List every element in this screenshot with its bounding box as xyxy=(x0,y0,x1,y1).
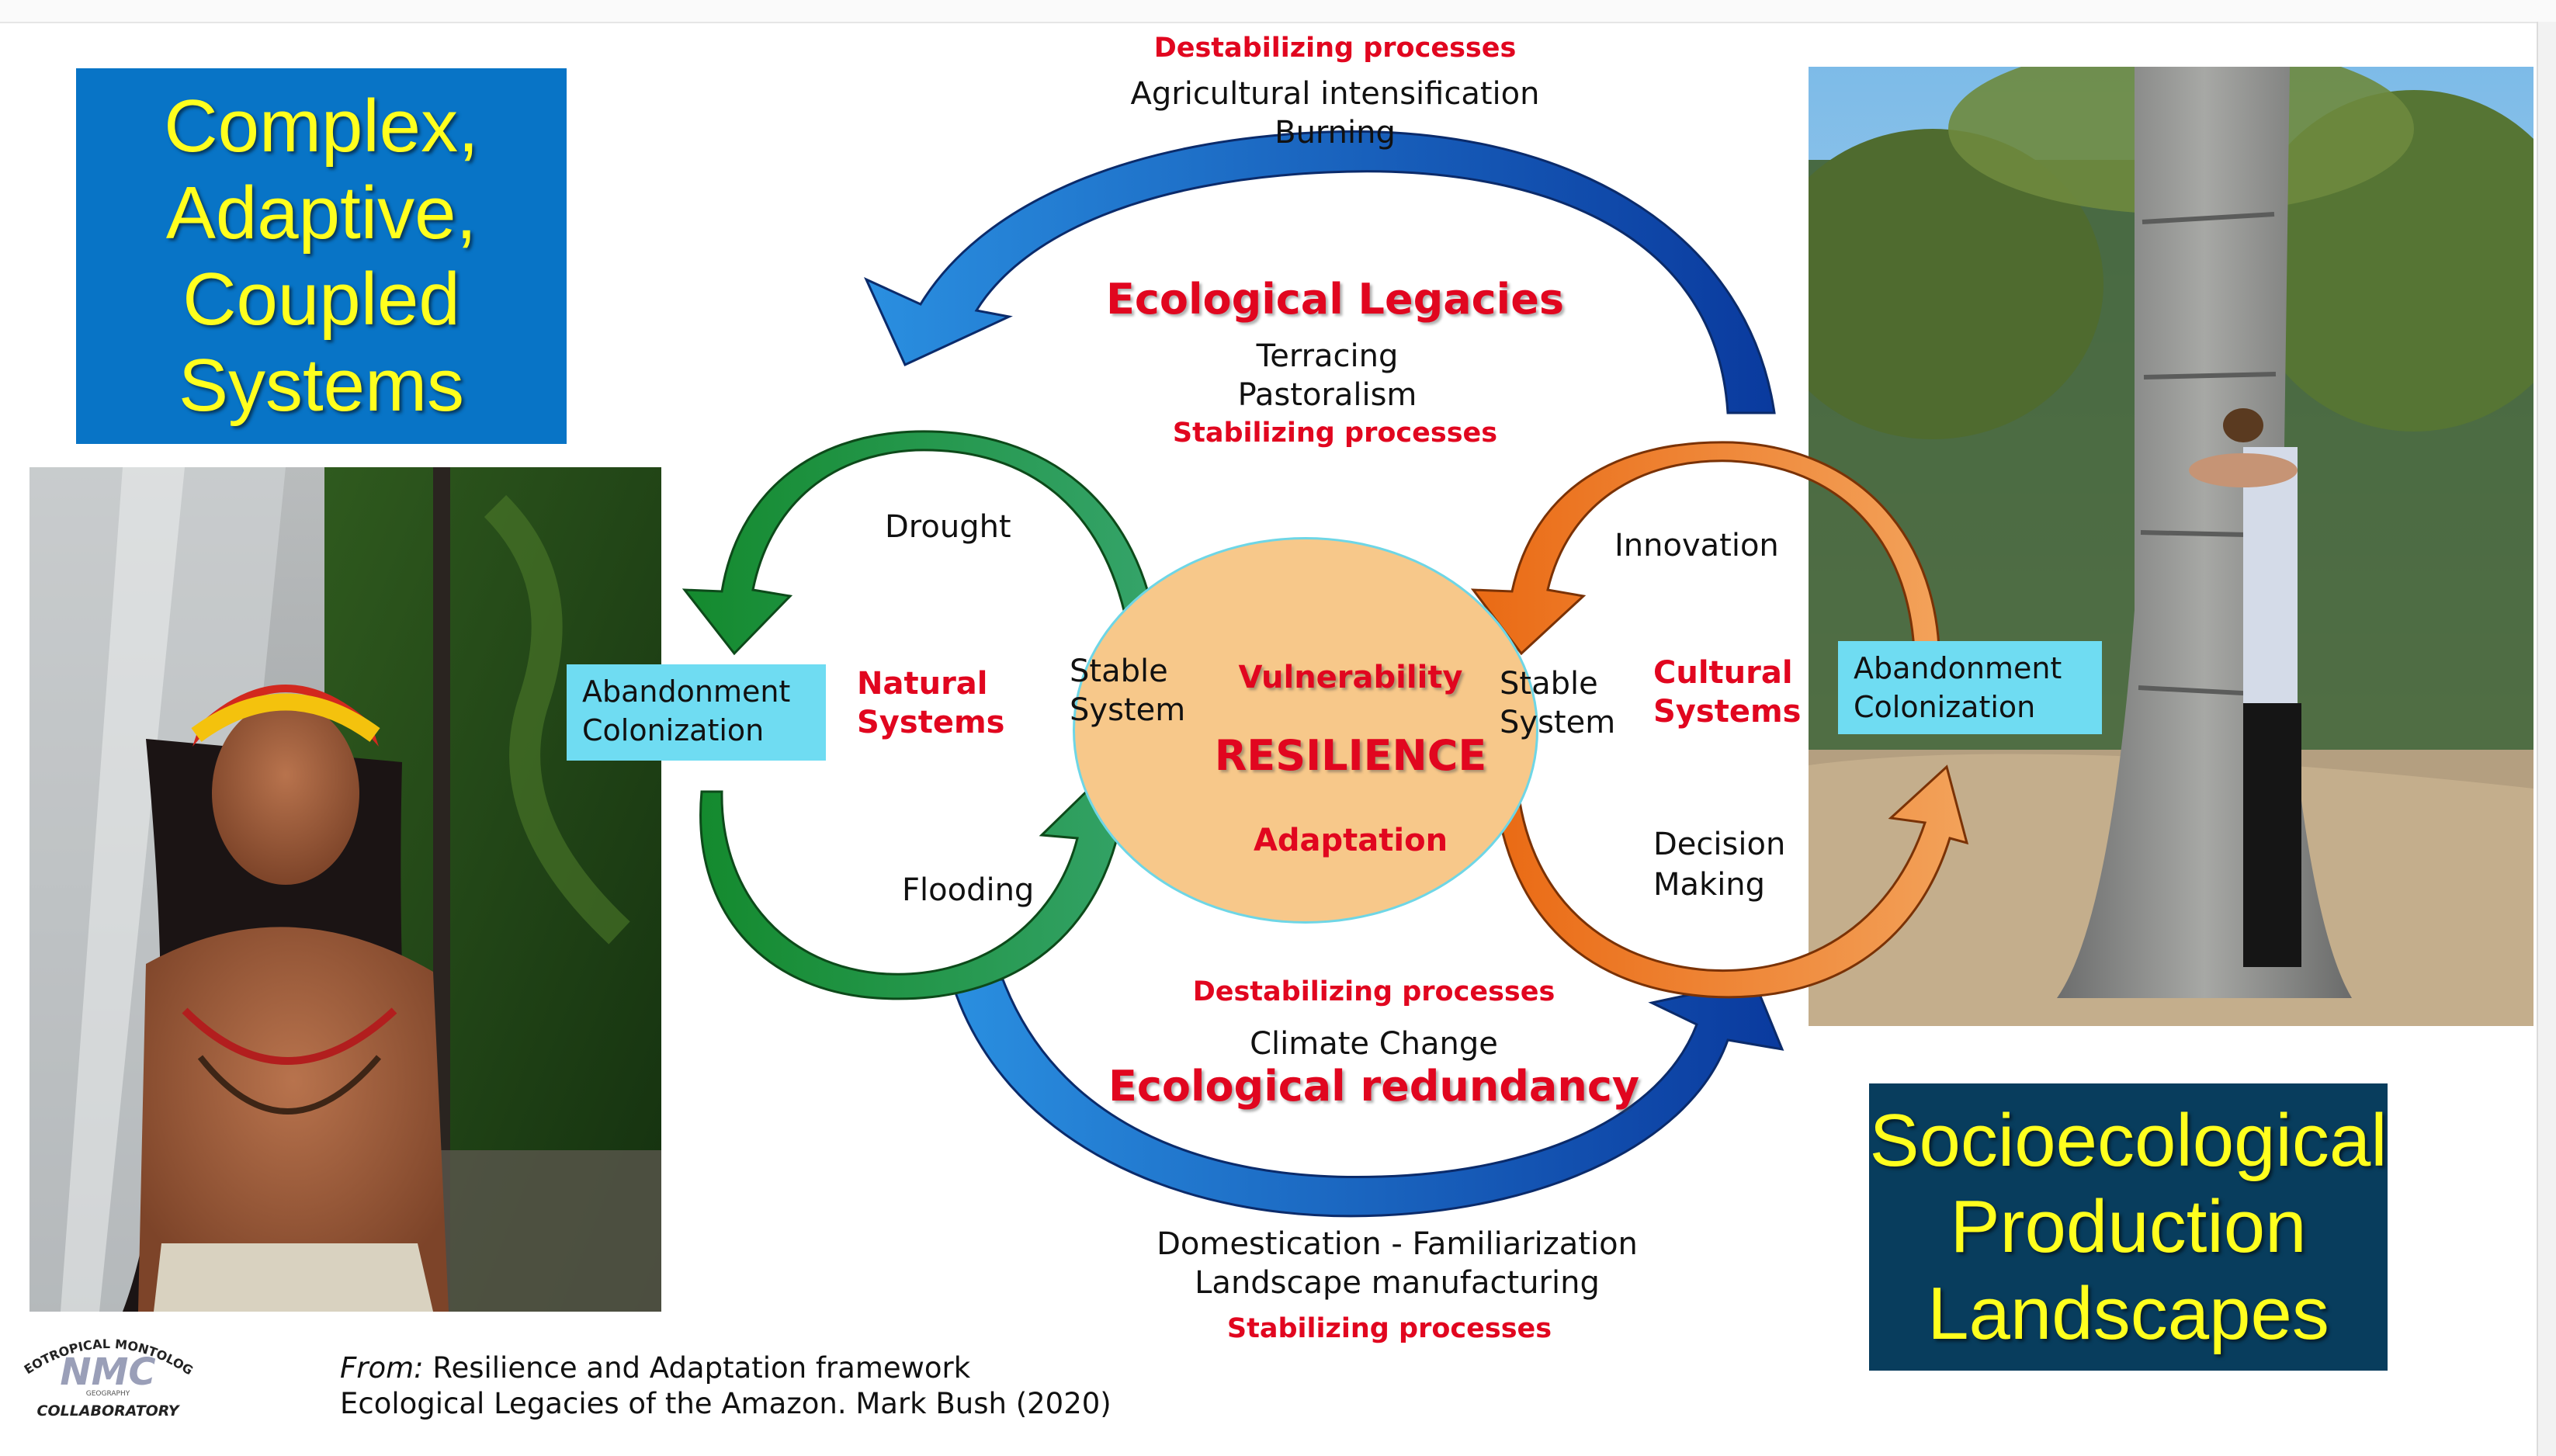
ecological-legacies-heading: Ecological Legacies xyxy=(1106,275,1564,324)
top-blue-arrow xyxy=(863,130,1776,414)
socioecological-landscapes-title-box: Socioecological Production Landscapes xyxy=(1869,1083,2388,1371)
resilience-label: RESILIENCE xyxy=(1214,731,1487,780)
logo-small-text: GEOGRAPHY xyxy=(86,1390,130,1398)
innovation-label: Innovation xyxy=(1614,528,1779,563)
indigenous-man-photo xyxy=(29,467,661,1312)
neotropical-montology-logo: NEOTROPICAL MONTOLOGY NMC GEOGRAPHY COLL… xyxy=(5,1309,205,1422)
right-stable-system-label: Stable System xyxy=(1500,666,1616,740)
top-stabilizing-label: Stabilizing processes xyxy=(1172,418,1498,449)
green-arrow-top xyxy=(681,430,1160,656)
resilience-ellipse xyxy=(1073,537,1538,924)
orange-arrow-top xyxy=(1470,441,1941,685)
cultural-systems-label: Cultural Systems xyxy=(1653,655,1802,730)
left-abandonment-colonization-box: Abandonment Colonization xyxy=(567,664,826,761)
orange-arrow-bottom xyxy=(1493,764,1969,999)
agricultural-intensification-label: Agricultural intensification xyxy=(1130,76,1540,112)
decision-making-label: Decision Making xyxy=(1653,827,1786,903)
bottom-stabilizing-label: Stabilizing processes xyxy=(1226,1313,1552,1344)
burning-label: Burning xyxy=(1275,115,1396,151)
logo-bottom-text: COLLABORATORY xyxy=(37,1402,181,1420)
complex-adaptive-systems-title: Complex, Adaptive, Coupled Systems xyxy=(164,85,479,428)
pastoralism-label: Pastoralism xyxy=(1237,377,1417,413)
landscape-manufacturing-label: Landscape manufacturing xyxy=(1195,1265,1600,1301)
climate-change-label: Climate Change xyxy=(1250,1026,1498,1062)
right-abandonment-colonization-box: Abandonment Colonization xyxy=(1838,641,2102,734)
adaptation-label: Adaptation xyxy=(1253,823,1448,858)
top-destabilizing-label: Destabilizing processes xyxy=(1153,33,1517,64)
source-citation: From: Resilience and Adaptation framewor… xyxy=(340,1350,1112,1422)
natural-systems-label: Natural Systems xyxy=(857,666,1005,740)
flooding-label: Flooding xyxy=(902,872,1035,908)
from-label: From: xyxy=(340,1351,424,1385)
domestication-label: Domestication - Familiarization xyxy=(1157,1226,1638,1262)
socioecological-landscapes-title: Socioecological Production Landscapes xyxy=(1869,1098,2388,1355)
logo-initials: NMC xyxy=(60,1350,155,1394)
bottom-blue-arrow xyxy=(949,978,1784,1218)
scrollbar-track[interactable] xyxy=(2537,22,2556,1456)
vulnerability-label: Vulnerability xyxy=(1238,660,1463,695)
drought-label: Drought xyxy=(885,509,1011,545)
citation-framework: Resilience and Adaptation framework xyxy=(423,1351,971,1385)
citation-line-1: From: Resilience and Adaptation framewor… xyxy=(340,1350,1112,1386)
terracing-label: Terracing xyxy=(1256,338,1399,374)
bottom-destabilizing-label: Destabilizing processes xyxy=(1192,976,1555,1007)
citation-line-2: Ecological Legacies of the Amazon. Mark … xyxy=(340,1387,1112,1420)
complex-adaptive-systems-title-box: Complex, Adaptive, Coupled Systems xyxy=(76,68,567,444)
left-stable-system-label: Stable System xyxy=(1070,653,1186,728)
ecological-redundancy-heading: Ecological redundancy xyxy=(1108,1062,1640,1111)
top-border xyxy=(0,0,2556,23)
